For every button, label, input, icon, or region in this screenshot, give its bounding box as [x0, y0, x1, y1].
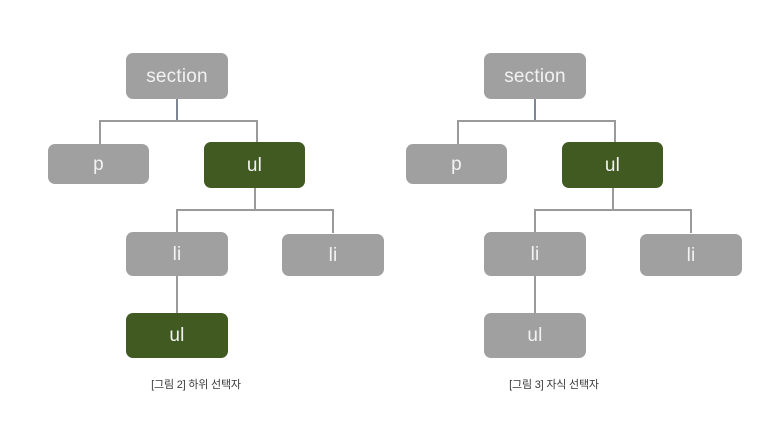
figure-caption: [그림 3] 자식 선택자	[509, 379, 599, 391]
edge-section-stem	[534, 99, 536, 121]
figure-descendant-selector: section p ul li li ul [그림 2] 하위 선택자	[48, 53, 384, 391]
node-p[interactable]: p	[406, 144, 507, 184]
node-li-left[interactable]: li	[126, 232, 228, 276]
figure-child-selector: section p ul li li ul [그림 3] 자식 선택자	[358, 0, 750, 426]
edge-li-to-ul	[176, 275, 178, 314]
edge-to-li-right	[332, 209, 334, 233]
node-label: section	[146, 65, 208, 87]
node-label: li	[686, 244, 696, 266]
node-label: p	[93, 153, 104, 175]
edge-to-li-left	[534, 209, 536, 233]
edge-ul-stem	[612, 187, 614, 210]
node-label: li	[328, 244, 338, 266]
node-ul-top[interactable]: ul	[562, 142, 663, 188]
node-ul-top[interactable]: ul	[204, 142, 305, 188]
node-li-right[interactable]: li	[282, 234, 384, 276]
edge-ul-bar	[176, 209, 333, 211]
edge-ul-stem	[254, 187, 256, 210]
edge-to-ul-top	[614, 120, 616, 143]
node-label: ul	[527, 325, 543, 346]
node-section[interactable]: section	[126, 53, 228, 99]
node-p[interactable]: p	[48, 144, 149, 184]
edge-li-to-ul	[534, 275, 536, 314]
node-label: li	[530, 243, 540, 265]
node-label: ul	[169, 325, 185, 346]
node-label: ul	[246, 154, 263, 176]
node-li-left[interactable]: li	[484, 232, 586, 276]
edge-section-bar	[457, 120, 616, 122]
node-li-right[interactable]: li	[640, 234, 742, 276]
node-label: p	[451, 153, 462, 175]
edge-section-stem	[176, 99, 178, 121]
node-section[interactable]: section	[484, 53, 586, 99]
node-label: section	[504, 65, 566, 87]
edge-to-li-right	[690, 209, 692, 233]
edge-to-ul-top	[256, 120, 258, 143]
edge-to-li-left	[176, 209, 178, 233]
node-label: ul	[604, 154, 621, 176]
node-ul-nested[interactable]: ul	[126, 313, 228, 358]
node-ul-nested[interactable]: ul	[484, 313, 586, 358]
edge-to-p	[99, 120, 101, 145]
edge-ul-bar	[534, 209, 691, 211]
edge-section-bar	[99, 120, 258, 122]
figure-caption: [그림 2] 하위 선택자	[151, 379, 241, 391]
node-label: li	[172, 243, 182, 265]
edge-to-p	[457, 120, 459, 145]
